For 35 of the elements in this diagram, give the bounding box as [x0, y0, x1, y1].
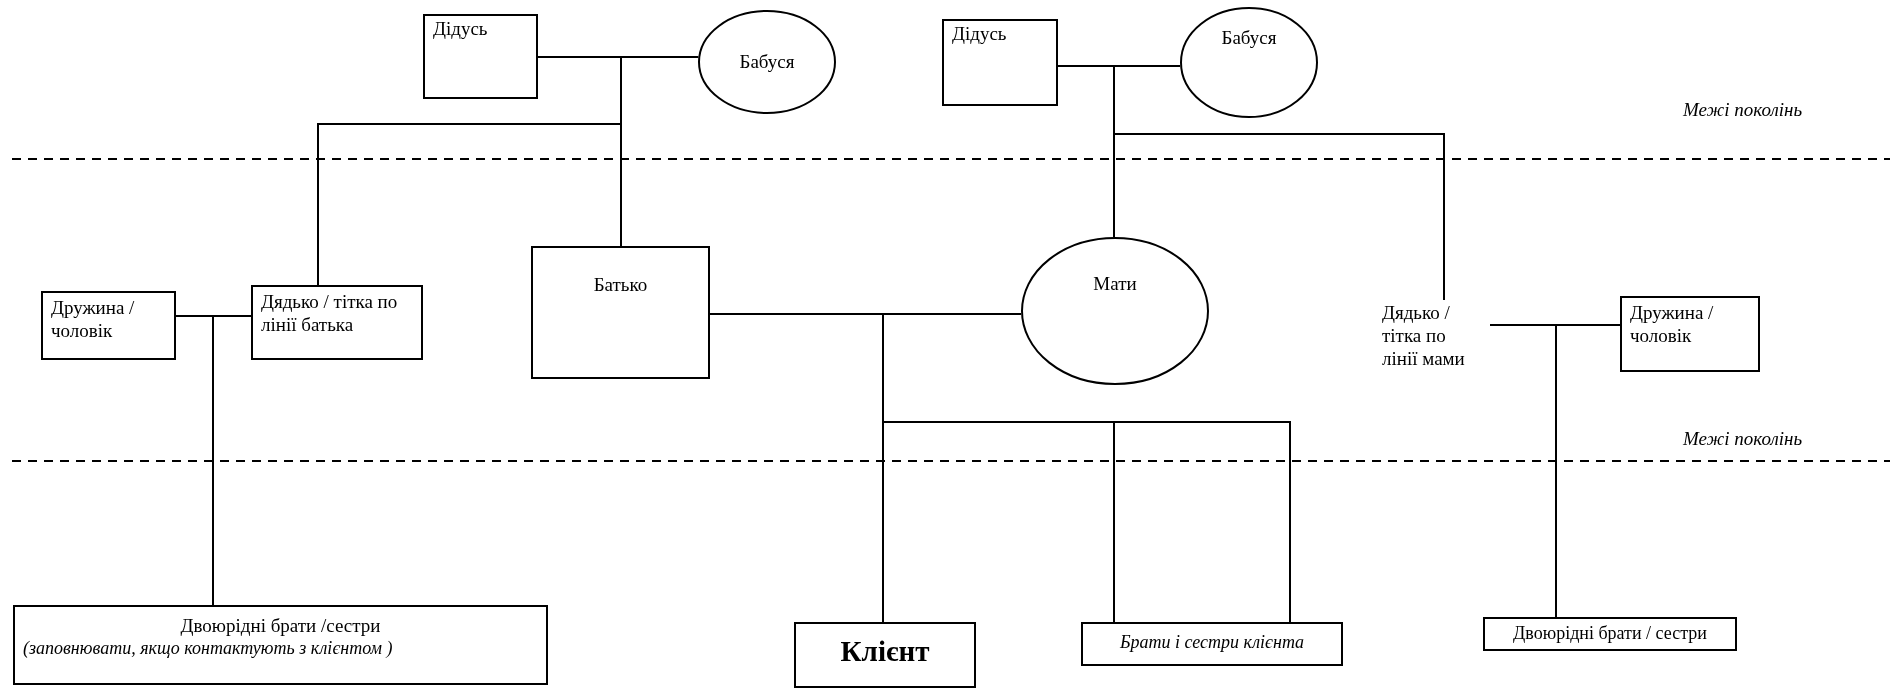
- person-ellipse: [1180, 7, 1318, 118]
- family-line: [1489, 324, 1557, 618]
- person-name: Бабуся: [739, 50, 795, 74]
- person-box: [251, 285, 423, 360]
- person-box: [531, 246, 710, 379]
- person-ellipse: [1021, 237, 1209, 385]
- family-line: [1057, 65, 1445, 301]
- person-name: Дружина / чоловік: [51, 297, 136, 343]
- person-ellipse: [698, 10, 836, 114]
- person-box: [13, 605, 548, 685]
- person-name: Дідусь: [952, 23, 1007, 46]
- person-box: [1483, 617, 1737, 651]
- note-text: (заповнювати, якщо контактують з клієнтом ): [23, 637, 393, 660]
- person-name: Дядько / тітка по лінії батька: [261, 291, 399, 337]
- person-name: Брати і сестри клієнта: [1119, 632, 1305, 654]
- family-line: [537, 56, 622, 247]
- person-name: Дядько / тітка по лінії мами: [1382, 302, 1466, 371]
- family-line: [709, 313, 1291, 623]
- person-name: Двоюрідні брати / сестри: [1513, 623, 1707, 645]
- generation-boundary-label: Межі поколінь: [1683, 99, 1803, 121]
- person-name: Дружина / чоловік: [1630, 302, 1715, 348]
- person-box: [942, 19, 1058, 106]
- person-name: Дідусь: [433, 18, 488, 41]
- person-box: [1081, 622, 1343, 666]
- person-name: Клієнт: [840, 634, 930, 669]
- person-name: Двоюрідні брати /сестри: [180, 615, 381, 638]
- person-name: Мати: [1093, 273, 1137, 296]
- person-box: [41, 291, 176, 360]
- person-box: [1620, 296, 1760, 372]
- person-name: Бабуся: [1221, 27, 1277, 50]
- person-box: [423, 14, 538, 99]
- generation-boundary-label: Межі поколінь: [1683, 428, 1803, 450]
- person-name: Батько: [593, 274, 648, 297]
- person-box: [794, 622, 976, 688]
- family-line: [175, 315, 214, 606]
